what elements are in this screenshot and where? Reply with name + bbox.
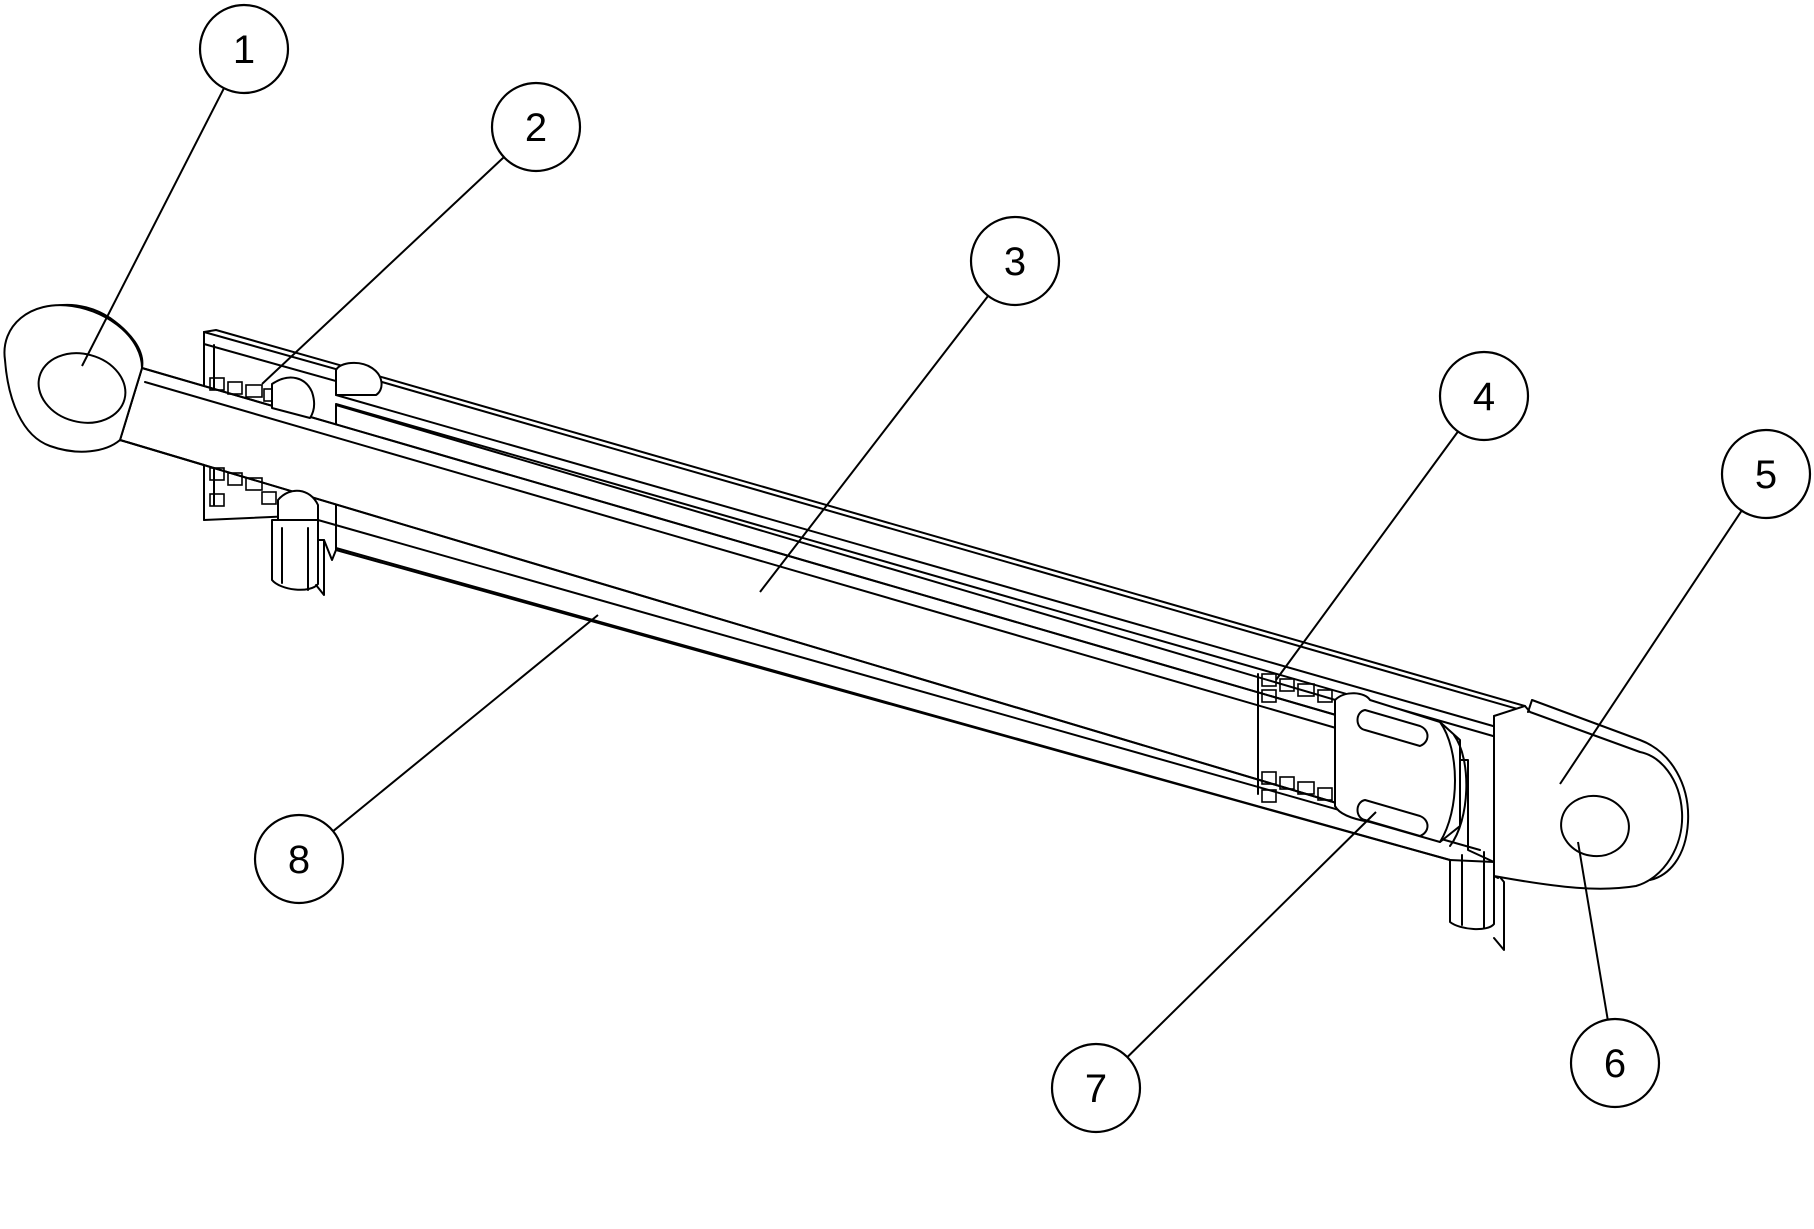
callout-number-7: 7 bbox=[1085, 1067, 1107, 1111]
callout-number-1: 1 bbox=[233, 28, 255, 72]
leader-line-7 bbox=[1126, 811, 1377, 1058]
callout-bubble-5 bbox=[1720, 428, 1812, 520]
piston-seal bbox=[1257, 673, 1333, 803]
callout-number-4: 4 bbox=[1473, 375, 1495, 419]
rod-eye-mount bbox=[3, 304, 205, 466]
callout-bubble-2 bbox=[490, 81, 582, 173]
callout-number-3: 3 bbox=[1004, 240, 1026, 284]
callout-bubble-6 bbox=[1569, 1017, 1661, 1109]
cap-eye-bore bbox=[1560, 794, 1630, 858]
leader-line-2 bbox=[261, 156, 505, 385]
rod-seal bbox=[209, 376, 319, 521]
callout-bubble-8 bbox=[253, 813, 345, 905]
leader-line-1 bbox=[81, 87, 225, 367]
leader-line-8 bbox=[332, 614, 599, 832]
leader-line-6 bbox=[1577, 841, 1609, 1020]
callout-bubble-3 bbox=[969, 215, 1061, 307]
callout-number-5: 5 bbox=[1755, 453, 1777, 497]
piston bbox=[1334, 692, 1468, 847]
callout-bubble-7 bbox=[1050, 1042, 1142, 1134]
callout-bubble-4 bbox=[1438, 350, 1530, 442]
leader-line-4 bbox=[1275, 430, 1459, 681]
cylinder-barrel bbox=[203, 329, 1529, 951]
leader-line-5 bbox=[1559, 510, 1743, 785]
cap-end-mount bbox=[1493, 699, 1690, 890]
callout-layer: 1 2 3 4 5 6 7 8 bbox=[81, 3, 1812, 1134]
callout-number-2: 2 bbox=[525, 106, 547, 150]
callout-bubble-1 bbox=[198, 3, 290, 95]
leader-line-3 bbox=[759, 295, 989, 593]
callout-number-6: 6 bbox=[1604, 1042, 1626, 1086]
callout-number-8: 8 bbox=[288, 838, 310, 882]
